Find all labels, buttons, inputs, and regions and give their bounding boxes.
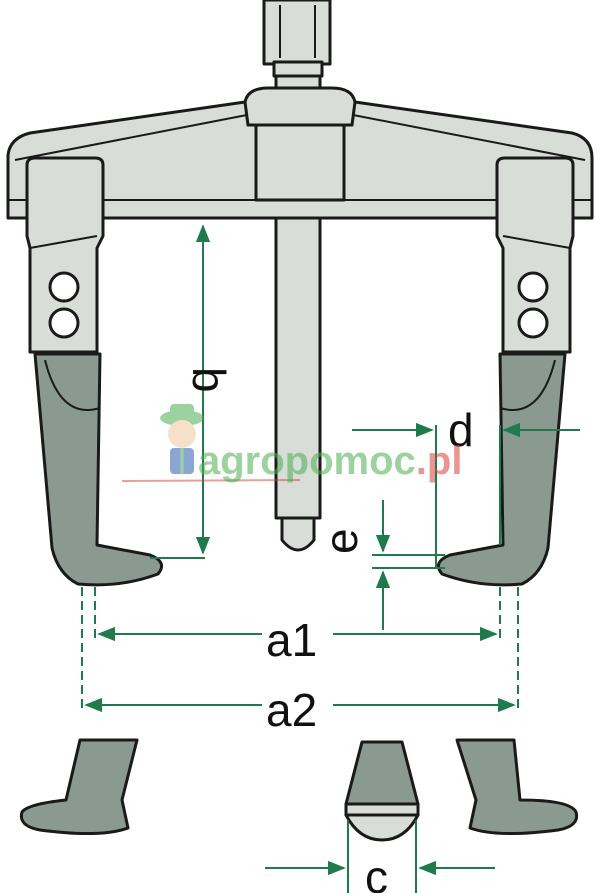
watermark-suffix: .pl bbox=[416, 439, 463, 483]
detail-jaw-tip bbox=[344, 740, 420, 842]
adjust-hole-icon bbox=[517, 271, 549, 303]
label-a2: a2 bbox=[266, 684, 317, 736]
adjust-hole-icon bbox=[48, 271, 80, 303]
watermark: agropomoc.pl bbox=[198, 439, 462, 483]
adjust-hole-icon bbox=[48, 307, 80, 339]
right-arm bbox=[436, 156, 575, 587]
adjust-hole-icon bbox=[517, 307, 549, 339]
spindle bbox=[274, 216, 322, 552]
left-arm bbox=[25, 156, 164, 587]
detail-right-jaw bbox=[455, 738, 579, 836]
dimension-d bbox=[352, 422, 580, 568]
dimension-e bbox=[372, 500, 445, 630]
crossbar bbox=[6, 86, 594, 220]
dimension-b bbox=[150, 224, 211, 559]
watermark-mascot-icon bbox=[160, 404, 204, 474]
left-jaw bbox=[33, 352, 164, 587]
right-jaw bbox=[436, 352, 567, 587]
label-e: e bbox=[315, 528, 367, 554]
label-a1: a1 bbox=[266, 614, 317, 666]
dimension-a2 bbox=[81, 587, 519, 713]
dimension-c bbox=[265, 820, 495, 893]
detail-left-jaw bbox=[19, 738, 139, 836]
label-d: d bbox=[448, 404, 474, 456]
label-c: c bbox=[365, 851, 388, 893]
spindle-nut bbox=[262, 0, 332, 100]
label-b: b bbox=[183, 367, 235, 393]
watermark-main: agropomoc bbox=[198, 439, 416, 483]
dimension-a1 bbox=[94, 587, 501, 642]
